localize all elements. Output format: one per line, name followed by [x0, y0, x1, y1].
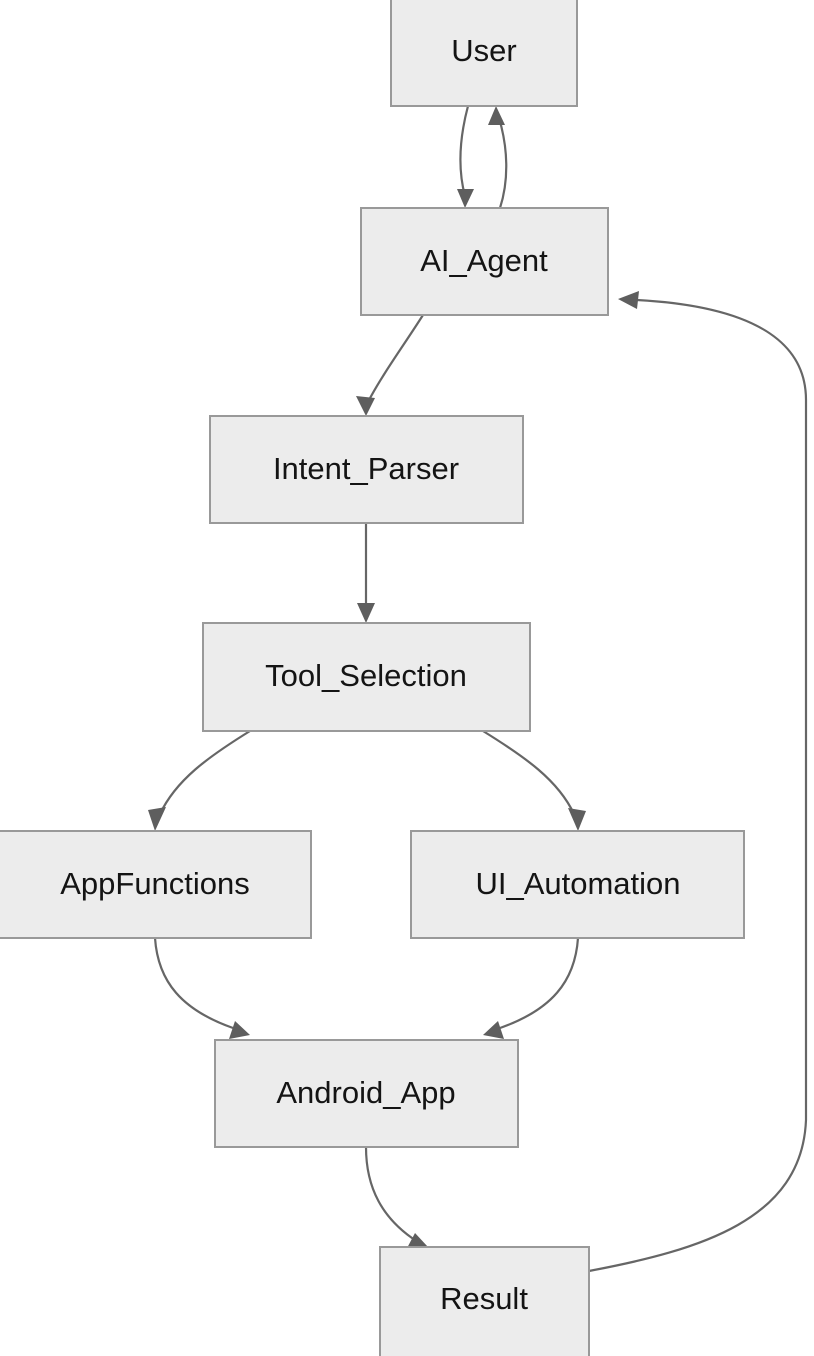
node-ui-automation-label: UI_Automation	[475, 866, 680, 901]
arrow-head-icon	[568, 808, 586, 831]
edge-layer	[148, 104, 808, 1273]
node-app-functions[interactable]: AppFunctions	[0, 830, 312, 939]
arrow-head-icon	[618, 291, 639, 309]
node-result-label: Result	[440, 1281, 528, 1316]
node-intent-parser-box[interactable]	[209, 415, 524, 524]
edge-result-to-ai-agent	[587, 291, 808, 1273]
arrow-head-icon	[229, 1021, 250, 1039]
edge-tool-selection-to-app-functions	[148, 729, 252, 831]
arrow-head-icon	[356, 396, 375, 416]
node-result[interactable]: Result	[379, 1246, 590, 1356]
node-app-functions-label: AppFunctions	[60, 866, 250, 901]
arrow-head-icon	[148, 807, 166, 831]
arrow-head-icon	[406, 1233, 428, 1250]
edge-user-to-ai-agent	[457, 104, 474, 208]
edge-app-functions-to-android-app	[153, 936, 250, 1039]
node-result-box[interactable]	[379, 1246, 590, 1356]
node-ui-automation-box[interactable]	[410, 830, 745, 939]
arrow-head-icon	[357, 603, 375, 623]
edge-intent-parser-to-tool-selection	[357, 521, 375, 623]
edge-tool-selection-to-ui-automation	[481, 729, 586, 831]
edge-ai-agent-to-intent-parser	[356, 313, 425, 416]
node-ui-automation[interactable]: UI_Automation	[410, 830, 745, 939]
node-ai-agent[interactable]: AI_Agent	[360, 207, 609, 316]
node-android-app-box[interactable]	[214, 1039, 519, 1148]
node-layer: User AI_Agent Intent_Parser Tool_Selecti…	[0, 0, 745, 1356]
edge-ui-automation-to-android-app	[483, 936, 580, 1039]
edge-android-app-to-result	[364, 1145, 428, 1250]
node-android-app-label: Android_App	[276, 1075, 455, 1110]
arrow-head-icon	[457, 189, 474, 208]
node-app-functions-box[interactable]	[0, 830, 312, 939]
arrow-head-icon	[483, 1021, 504, 1039]
edge-ai-agent-to-user	[488, 106, 508, 210]
node-user-box[interactable]	[390, 0, 578, 107]
node-android-app[interactable]: Android_App	[214, 1039, 519, 1148]
node-tool-selection-box[interactable]	[202, 622, 531, 732]
node-user[interactable]: User	[390, 0, 578, 107]
node-ai-agent-label: AI_Agent	[420, 243, 548, 278]
node-tool-selection[interactable]: Tool_Selection	[202, 622, 531, 732]
node-intent-parser[interactable]: Intent_Parser	[209, 415, 524, 524]
node-intent-parser-label: Intent_Parser	[273, 451, 459, 486]
node-tool-selection-label: Tool_Selection	[265, 658, 467, 693]
node-user-label: User	[451, 33, 516, 68]
arrow-head-icon	[488, 106, 505, 125]
node-ai-agent-box[interactable]	[360, 207, 609, 316]
